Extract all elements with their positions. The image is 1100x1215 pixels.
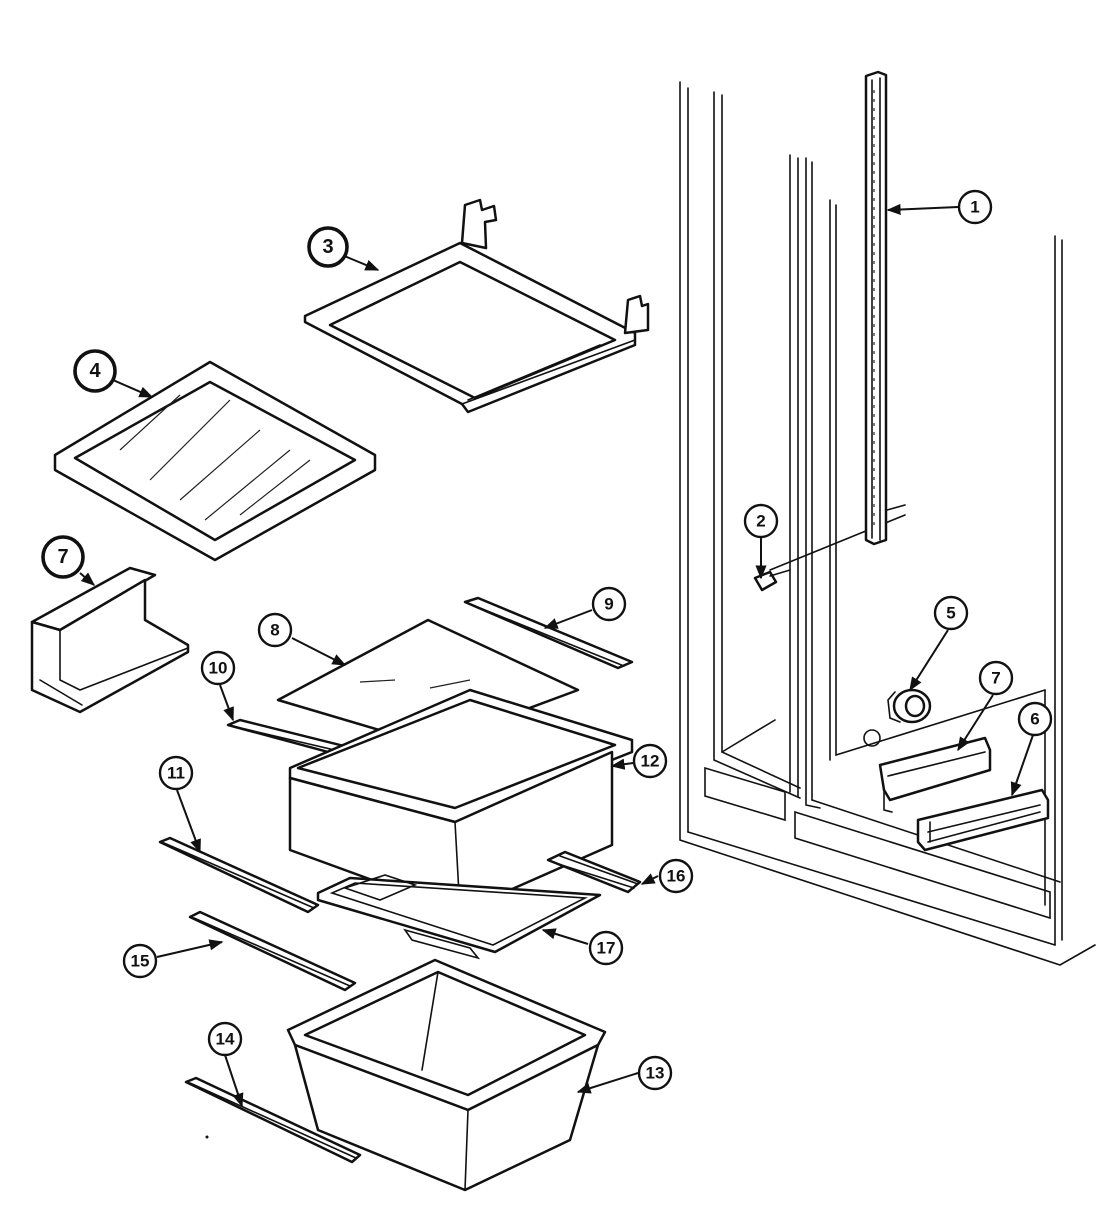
callout-2: 2 bbox=[743, 503, 779, 539]
callout-16-label: 16 bbox=[667, 867, 686, 886]
callout-4: 4 bbox=[73, 349, 117, 393]
callout-14: 14 bbox=[207, 1021, 243, 1057]
callout-15-label: 15 bbox=[131, 952, 150, 971]
callout-7-left: 7 bbox=[41, 535, 85, 579]
bracket-right-part bbox=[878, 736, 992, 813]
callout-3: 3 bbox=[307, 226, 349, 268]
callout-6: 6 bbox=[1017, 701, 1053, 737]
leader-lines bbox=[79, 203, 1034, 1108]
callout-17: 17 bbox=[588, 930, 624, 966]
callout-10: 10 bbox=[200, 650, 236, 686]
callout-7-left-label: 7 bbox=[57, 546, 68, 568]
rail-11-part bbox=[158, 836, 320, 914]
rail-14-part bbox=[184, 1076, 362, 1164]
bracket-left-part bbox=[30, 566, 190, 714]
callout-9-label: 9 bbox=[604, 595, 613, 614]
callout-10-label: 10 bbox=[209, 659, 228, 678]
tray-part bbox=[916, 788, 1050, 852]
crisper-drawer-part bbox=[286, 958, 607, 1192]
slide-16-part bbox=[546, 850, 642, 894]
callout-7-right-label: 7 bbox=[991, 669, 1000, 688]
rail-15-part bbox=[188, 910, 357, 992]
callout-4-label: 4 bbox=[89, 360, 101, 382]
callout-15: 15 bbox=[122, 943, 158, 979]
callout-11: 11 bbox=[158, 755, 194, 791]
callout-12-label: 12 bbox=[641, 752, 660, 771]
callout-12: 12 bbox=[632, 743, 668, 779]
callout-2-label: 2 bbox=[756, 512, 765, 531]
callout-1-label: 1 bbox=[970, 198, 979, 217]
callout-8-label: 8 bbox=[270, 621, 279, 640]
control-knob-part bbox=[863, 688, 932, 747]
callout-11-label: 11 bbox=[167, 764, 185, 783]
cabinet-liner bbox=[679, 81, 1096, 966]
cantilever-shelf-frame-part bbox=[303, 198, 650, 414]
crisper-frame-part bbox=[288, 688, 634, 914]
callout-17-label: 17 bbox=[597, 939, 616, 958]
callout-16: 16 bbox=[658, 858, 694, 894]
glass-shelf-part bbox=[53, 360, 377, 562]
shelf-ladder-part bbox=[864, 70, 888, 546]
callout-9: 9 bbox=[591, 586, 627, 622]
callout-1: 1 bbox=[957, 189, 993, 225]
callout-8: 8 bbox=[257, 612, 293, 648]
callout-5: 5 bbox=[933, 595, 969, 631]
stray-mark bbox=[205, 1135, 209, 1139]
tray-cover-17-part bbox=[316, 874, 602, 960]
rail-9-part bbox=[463, 596, 634, 670]
callout-13-label: 13 bbox=[646, 1064, 665, 1083]
callout-6-label: 6 bbox=[1030, 710, 1039, 729]
callout-13: 13 bbox=[637, 1055, 673, 1091]
callout-14-label: 14 bbox=[216, 1030, 235, 1049]
callout-5-label: 5 bbox=[946, 604, 955, 623]
callout-3-label: 3 bbox=[322, 236, 333, 258]
callout-7-right: 7 bbox=[978, 660, 1014, 696]
